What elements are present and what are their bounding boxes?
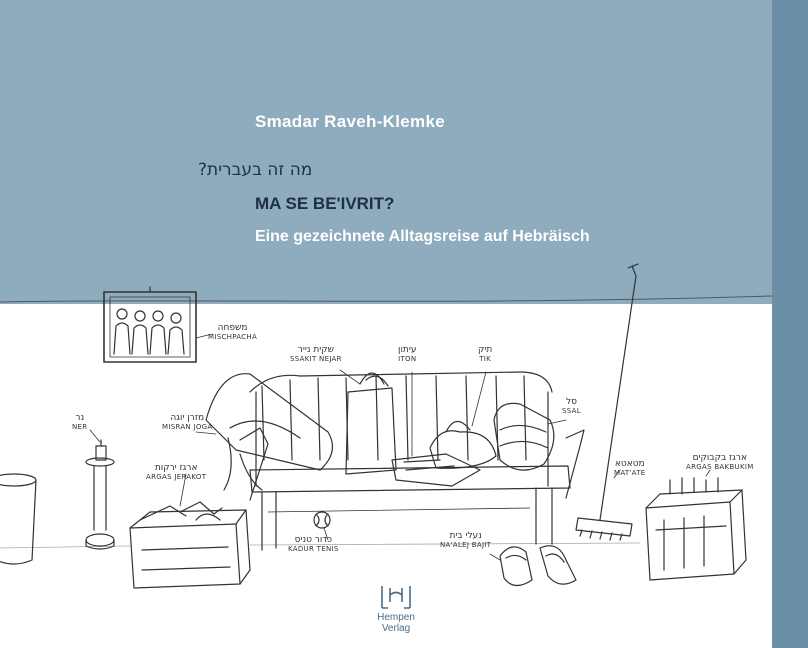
publisher-name: Hempen Verlag — [377, 612, 415, 634]
family-photo — [103, 286, 213, 363]
scene-drawing — [0, 263, 772, 589]
slippers — [489, 545, 577, 587]
sky-background — [0, 0, 772, 304]
handbag — [429, 371, 497, 469]
basket — [493, 402, 567, 471]
paper-bag — [339, 369, 397, 475]
bottle-crate — [645, 469, 747, 581]
newspaper — [391, 371, 481, 487]
tennis-ball — [313, 511, 331, 541]
broom — [575, 263, 639, 541]
transliterated-title: MA SE BE'IVRIT? — [255, 194, 395, 213]
author-name: Smadar Raveh-Klemke — [255, 112, 445, 131]
hebrew-title: מה זה בעברית? — [198, 160, 313, 180]
yoga-mat — [195, 373, 334, 491]
floor-line — [0, 542, 641, 549]
book-spine — [772, 0, 808, 648]
candle-stand — [85, 429, 115, 550]
vegetable-crate — [129, 473, 251, 589]
subtitle: Eine gezeichnete Alltagsreise auf Hebräi… — [255, 228, 590, 245]
publisher-logo: Hempen Verlag — [366, 584, 426, 634]
bin — [0, 473, 37, 565]
hempen-logo-icon — [381, 586, 411, 609]
wall-edge — [0, 295, 772, 303]
